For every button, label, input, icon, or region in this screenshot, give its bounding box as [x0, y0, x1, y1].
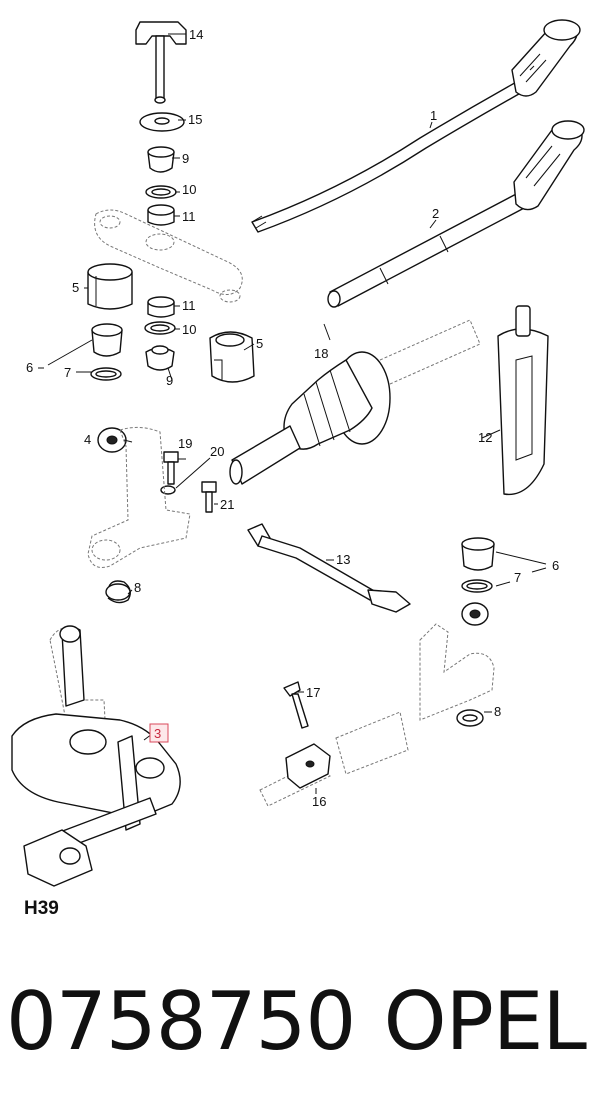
part-8-clip-left — [105, 580, 131, 604]
label-11-mid: 11 — [182, 298, 196, 313]
diagram-code: H39 — [24, 898, 59, 919]
part-2-shaft — [327, 120, 585, 308]
label-1: 1 — [430, 108, 437, 123]
label-2: 2 — [432, 206, 439, 221]
lever-outline — [94, 209, 243, 303]
part-10-ring-top — [145, 185, 177, 199]
label-8-right: 8 — [494, 704, 501, 719]
part-7-ring-right — [461, 579, 493, 593]
label-5-left: 5 — [72, 280, 79, 295]
label-12: 12 — [478, 430, 492, 445]
part-21-bolt — [201, 481, 217, 513]
part-10-ring-mid — [144, 321, 176, 335]
label-8-left: 8 — [134, 580, 141, 595]
label-9-top: 9 — [182, 151, 189, 166]
part-5-block-right — [209, 331, 255, 383]
part-7-ring-left — [90, 367, 122, 381]
part-12-tube — [497, 305, 549, 496]
part-1-rod — [251, 19, 581, 233]
label-3-highlight-box — [149, 723, 169, 743]
label-20: 20 — [210, 444, 224, 459]
part-6-sleeve-left — [91, 323, 123, 357]
label-6-left: 6 — [26, 360, 33, 375]
label-6-right: 6 — [552, 558, 559, 573]
part-9-bushing-mid — [145, 345, 175, 371]
part-3-assembly — [11, 625, 181, 887]
label-18: 18 — [314, 346, 328, 361]
part-9-bushing-top — [147, 146, 175, 173]
part-labels: 14 15 9 10 11 1 2 5 11 10 5 18 6 7 9 4 1… — [26, 27, 559, 809]
bracket-outline — [87, 426, 191, 568]
label-14: 14 — [189, 27, 203, 42]
part-bushing-right — [461, 602, 489, 626]
part-number: 0758750 — [6, 975, 356, 1068]
label-21: 21 — [220, 497, 234, 512]
label-9-mid: 9 — [166, 373, 173, 388]
part-15-washer — [139, 112, 185, 132]
exploded-parts-diagram: 14 15 9 10 11 1 2 5 11 10 5 18 6 7 9 4 1… — [11, 19, 585, 887]
label-5-right: 5 — [256, 336, 263, 351]
leader-lines — [38, 33, 547, 794]
label-13: 13 — [336, 552, 350, 567]
label-10-top: 10 — [182, 182, 196, 197]
part-11-bushing-mid — [147, 296, 175, 318]
label-11-top: 11 — [182, 209, 196, 224]
part-19-bolt — [163, 451, 179, 485]
part-14-clip — [135, 21, 187, 104]
label-17: 17 — [306, 685, 320, 700]
part-6-sleeve-right — [461, 537, 495, 571]
label-7-right: 7 — [514, 570, 521, 585]
part-16-yoke — [285, 743, 331, 789]
lever-assembly-outline — [259, 623, 495, 807]
label-3: 3 — [154, 726, 161, 741]
label-4: 4 — [84, 432, 91, 447]
part-17-pin — [283, 681, 309, 729]
footer: 0758750 OPEL — [0, 972, 600, 1082]
part-20-washer — [160, 485, 176, 495]
part-4-bushing — [97, 427, 127, 453]
part-5-block-left — [87, 263, 133, 310]
label-16: 16 — [312, 794, 326, 809]
brand-name: OPEL — [383, 975, 587, 1068]
part-13-cable — [247, 523, 411, 613]
label-15: 15 — [188, 112, 202, 127]
part-8-clip-right — [456, 709, 484, 727]
label-10-mid: 10 — [182, 322, 196, 337]
part-18-boot — [229, 319, 481, 485]
label-19: 19 — [178, 436, 192, 451]
label-7-left: 7 — [64, 365, 71, 380]
part-11-bushing-top — [147, 204, 175, 226]
